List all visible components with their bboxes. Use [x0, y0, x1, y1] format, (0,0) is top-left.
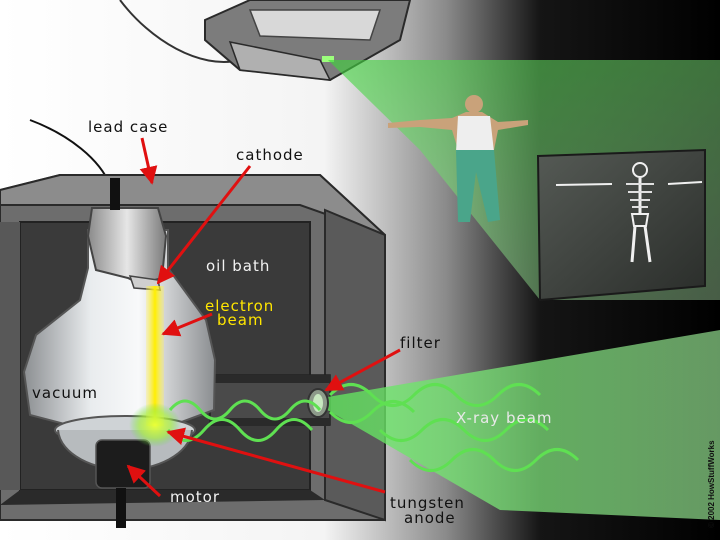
label-oil-bath: oil bath — [206, 257, 270, 275]
arrow-lead-case — [139, 137, 158, 185]
arrow-cathode — [156, 165, 252, 285]
label-cathode: cathode — [236, 146, 304, 164]
arrow-electron-beam — [161, 312, 213, 337]
label-electron-beam-line1: electron — [205, 297, 274, 315]
annotation-arrows — [126, 137, 401, 498]
xray-beam-cone — [310, 330, 720, 520]
label-tungsten-anode-line2: anode — [404, 509, 456, 527]
copyright-text: © 2002 HowStuffWorks — [707, 440, 716, 528]
electron-beam — [146, 286, 164, 426]
label-electron-beam-line2: beam — [217, 311, 264, 329]
label-tungsten-anode-line1: tungsten — [390, 494, 465, 512]
arrow-filter — [324, 348, 401, 392]
label-vacuum: vacuum — [32, 384, 98, 402]
person-figure — [388, 95, 528, 222]
label-xray-beam: X-ray beam — [456, 409, 553, 427]
label-motor: motor — [170, 488, 220, 506]
arrow-motor — [126, 464, 162, 498]
anode-glow — [129, 403, 181, 447]
label-lead-case: lead case — [88, 118, 168, 136]
skeleton-screen — [536, 148, 706, 302]
filter — [307, 388, 329, 418]
arrow-tungsten-anode — [166, 427, 386, 494]
label-filter: filter — [400, 334, 441, 352]
